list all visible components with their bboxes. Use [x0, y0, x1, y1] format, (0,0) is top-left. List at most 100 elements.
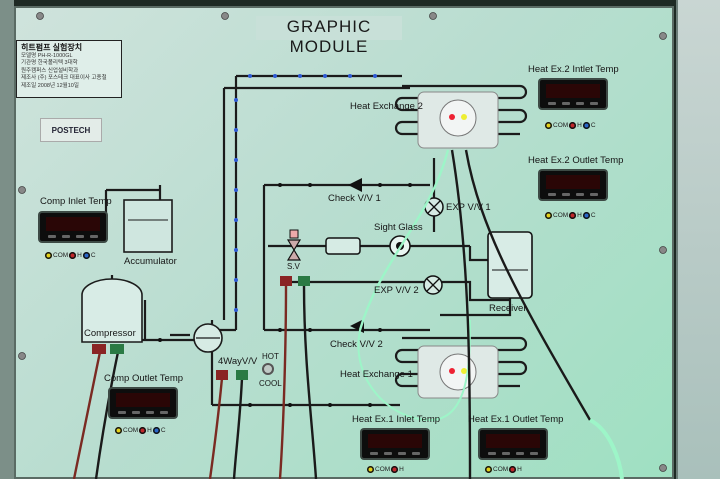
hot-cool-selector-switch[interactable] [262, 363, 274, 375]
label-heat-exchange-2: Heat Exchange 2 [350, 101, 423, 112]
exp-valve-2-symbol [423, 275, 443, 295]
plug-red-sv [280, 276, 292, 286]
info-card: 히트펌프 실험장치 모델명 PH-R-1000GL 기관명 한국폴리텍 3대학 … [16, 40, 122, 98]
plug-red-comp [92, 344, 106, 354]
wire-black-5 [232, 377, 244, 479]
label-heat-ex2-inlet-temp: Heat Ex.2 Intlet Temp [528, 64, 619, 75]
wire-black-4 [94, 351, 120, 479]
pipe-sight-glass-line [268, 244, 490, 262]
jack-com[interactable] [485, 466, 492, 473]
term-h: H [577, 212, 582, 220]
label-heat-exchange-1: Heat Exchange 1 [340, 369, 413, 380]
digit-display [546, 175, 600, 189]
receiver-vessel [487, 231, 533, 299]
temp-controller-comp-inlet[interactable] [40, 213, 106, 241]
wire-red-3 [208, 377, 224, 479]
wire-red-2 [72, 351, 102, 479]
temp-controller-comp-outlet[interactable] [110, 389, 176, 417]
info-card-row: 모델명 PH-R-1000GL [21, 53, 73, 59]
wire-green-1 [358, 149, 450, 331]
term-h: H [517, 466, 522, 474]
temp-controller-heat-ex2-outlet[interactable] [540, 171, 606, 199]
heat-exchanger-2-fan [417, 91, 499, 149]
logo-text: POSTECH [51, 125, 91, 135]
plug-red-4way [216, 370, 228, 380]
jack-h[interactable] [569, 212, 577, 219]
plug-green-comp [110, 344, 124, 354]
label-heat-exchange-2-a: Heat Exchange 2 [350, 101, 423, 112]
adjacent-panel-right [676, 0, 720, 479]
wire-red-1 [278, 284, 288, 479]
digit-display [546, 84, 600, 98]
jack-h[interactable] [569, 122, 577, 129]
term-h: H [399, 466, 404, 474]
term-com: COM [553, 212, 569, 220]
digit-display [486, 434, 540, 448]
pipe-left-run [222, 86, 410, 320]
jack-c[interactable] [582, 212, 590, 219]
info-card-row: 원주캠퍼스 신업설비학과 [21, 67, 79, 74]
filter-drier [325, 237, 361, 255]
pipe-check-1-line [262, 183, 430, 332]
info-card-row: 제조사 (주) 포스테크 대표이사 고종철 [21, 75, 107, 82]
label-accumulator: Accumulator [124, 256, 177, 267]
plug-green-sv [298, 276, 310, 286]
label-sv: S.V [287, 262, 300, 271]
label-heat-ex2-outlet-temp: Heat Ex.2 Outlet Temp [528, 155, 624, 166]
digit-display [116, 393, 170, 407]
accumulator-vessel [123, 199, 173, 253]
jack-h[interactable] [509, 466, 517, 473]
term-c: C [590, 122, 596, 130]
temp-controller-heat-ex1-inlet[interactable] [362, 430, 428, 458]
postech-logo: POSTECH [40, 118, 102, 142]
label-sight-glass: Sight Glass [374, 222, 423, 233]
jack-c[interactable] [82, 252, 90, 259]
term-h: H [577, 122, 582, 130]
temp-controller-heat-ex2-inlet[interactable] [540, 80, 606, 108]
heat-exchanger-1-fan [417, 345, 499, 399]
term-c: C [160, 427, 166, 435]
label-heat-exchange-1-a: Heat Exchange 1 [340, 369, 413, 380]
term-com: COM [123, 427, 139, 435]
label-exp-vv-1: EXP V/V 1 [446, 202, 491, 213]
terminals-heat-ex1-outlet: COM H [484, 466, 522, 473]
jack-c[interactable] [152, 427, 160, 434]
jack-com[interactable] [45, 252, 52, 259]
jack-h[interactable] [391, 466, 399, 473]
term-c: C [590, 212, 596, 220]
label-four-way-valve: 4WayV/V [218, 356, 258, 367]
compressor-body [81, 278, 143, 343]
jack-com[interactable] [545, 122, 552, 129]
info-card-row: 제조일 2008년 12월10일 [21, 82, 79, 89]
term-com: COM [53, 252, 69, 260]
info-card-heading: 히트펌프 실험장치 [21, 43, 83, 52]
jack-h[interactable] [139, 427, 147, 434]
term-h: H [77, 252, 82, 260]
title-plate [256, 16, 402, 40]
wire-black-2 [450, 149, 472, 479]
label-comp-inlet-temp: Comp Inlet Temp [40, 196, 112, 207]
temp-controller-heat-ex1-outlet[interactable] [480, 430, 546, 458]
wire-green-3 [588, 418, 624, 479]
label-cool: COOL [259, 379, 282, 388]
jack-c[interactable] [582, 122, 590, 129]
wire-black-1 [464, 149, 592, 421]
plug-green-4way [236, 370, 248, 380]
jack-com[interactable] [545, 212, 552, 219]
jack-h[interactable] [69, 252, 77, 259]
jack-com[interactable] [115, 427, 122, 434]
label-compressor: Compressor [84, 328, 136, 339]
label-heat-ex1-inlet-temp: Heat Ex.1 Inlet Temp [352, 414, 441, 425]
info-card-row: 기관명 한국폴리텍 3대학 [21, 60, 78, 67]
label-exp-vv-2: EXP V/V 2 [374, 285, 419, 296]
check-valve-1-arrow [348, 178, 362, 192]
jack-com[interactable] [367, 466, 374, 473]
term-com: COM [493, 466, 509, 474]
label-heat-ex1-outlet-temp: Heat Ex.1 Outlet Temp [468, 414, 564, 425]
